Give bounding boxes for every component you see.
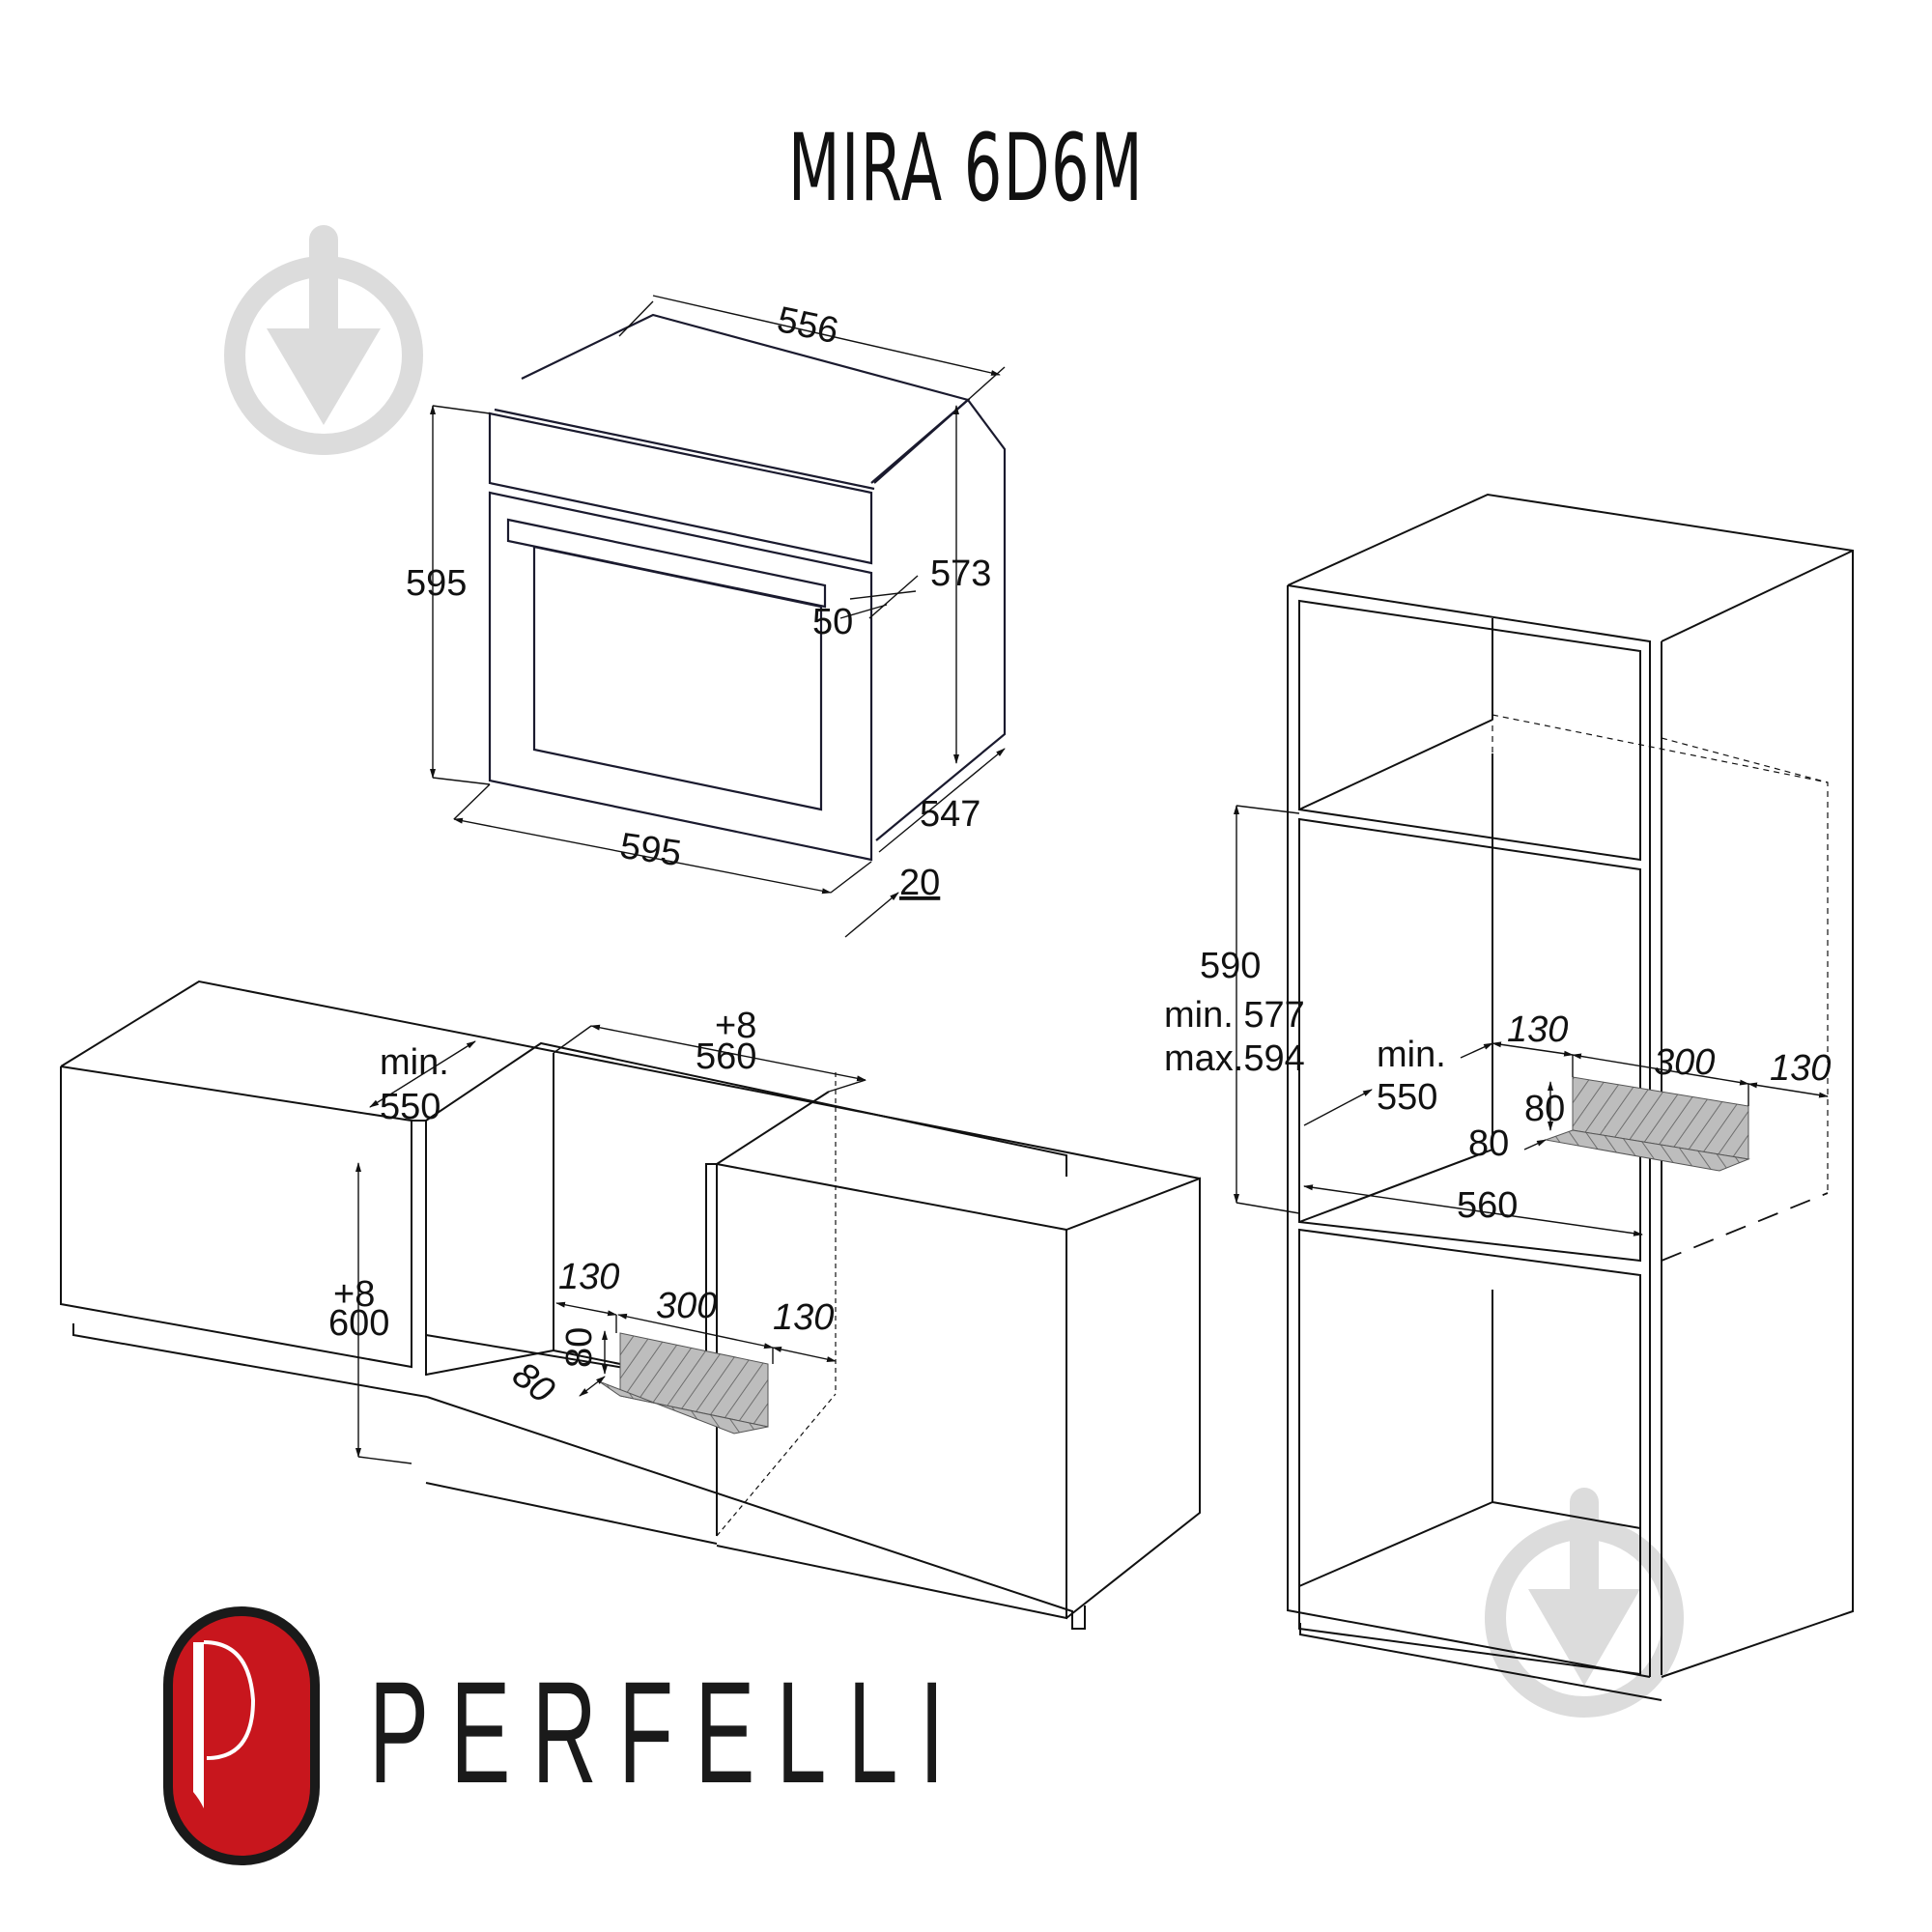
base-cabinet-hidden-lines — [716, 1072, 837, 1537]
svg-text:130: 130 — [773, 1297, 834, 1338]
model-title: MIRA 6D6M — [787, 114, 1145, 222]
svg-text:595: 595 — [617, 826, 684, 874]
watermark-icon-top — [224, 225, 423, 455]
brand-name: PERFELLI — [369, 1651, 966, 1813]
svg-text:max.594: max.594 — [1164, 1038, 1305, 1079]
svg-text:573: 573 — [930, 554, 991, 594]
brand-logo-badge — [163, 1606, 320, 1865]
svg-text:+8: +8 — [333, 1274, 375, 1315]
svg-text:80: 80 — [1524, 1089, 1565, 1129]
svg-text:min.: min. — [380, 1042, 449, 1083]
svg-text:556: 556 — [774, 299, 842, 352]
svg-text:min.: min. — [1377, 1035, 1446, 1075]
watermark-icon-bottom — [1485, 1488, 1684, 1718]
svg-text:20: 20 — [899, 863, 940, 903]
svg-text:595: 595 — [406, 563, 467, 604]
svg-text:550: 550 — [380, 1087, 440, 1127]
svg-text:600: 600 — [328, 1303, 389, 1344]
tall-cabinet-hidden-lines — [1492, 714, 1829, 1193]
svg-text:80: 80 — [559, 1327, 600, 1368]
svg-text:300: 300 — [1654, 1042, 1715, 1083]
svg-text:130: 130 — [1770, 1048, 1831, 1089]
svg-text:300: 300 — [656, 1286, 717, 1326]
svg-text:50: 50 — [812, 602, 853, 642]
oven-dimension-labels: 556 595 573 50 595 547 20 — [406, 299, 991, 903]
svg-text:min. 577: min. 577 — [1164, 995, 1305, 1036]
tall-cabinet-dimension-labels: 590 min. 577 max.594 min. 550 130 300 13… — [1164, 946, 1831, 1226]
oven-drawing — [488, 313, 1007, 862]
base-cabinet-vent — [598, 1332, 769, 1435]
svg-text:550: 550 — [1377, 1077, 1437, 1118]
base-cabinet-dimension-lines — [355, 1024, 867, 1464]
base-cabinet-drawing — [60, 980, 1201, 1630]
svg-text:547: 547 — [920, 794, 980, 835]
tall-cabinet-long-dash — [1661, 1192, 1829, 1262]
base-cabinet-dimension-labels: +8 560 min. 550 +8 600 130 300 130 80 80 — [328, 1006, 834, 1411]
tall-cabinet-vent — [1544, 1076, 1750, 1172]
tall-cabinet-dimension-lines — [1234, 805, 1829, 1236]
oven-dimension-lines — [430, 295, 1006, 938]
svg-text:590: 590 — [1200, 946, 1261, 986]
svg-text:130: 130 — [558, 1257, 619, 1297]
svg-text:+8: +8 — [715, 1006, 756, 1046]
svg-text:80: 80 — [1468, 1123, 1509, 1164]
svg-text:560: 560 — [1457, 1185, 1518, 1226]
svg-text:560: 560 — [696, 1037, 756, 1077]
svg-text:130: 130 — [1507, 1009, 1568, 1050]
svg-text:80: 80 — [504, 1354, 561, 1411]
